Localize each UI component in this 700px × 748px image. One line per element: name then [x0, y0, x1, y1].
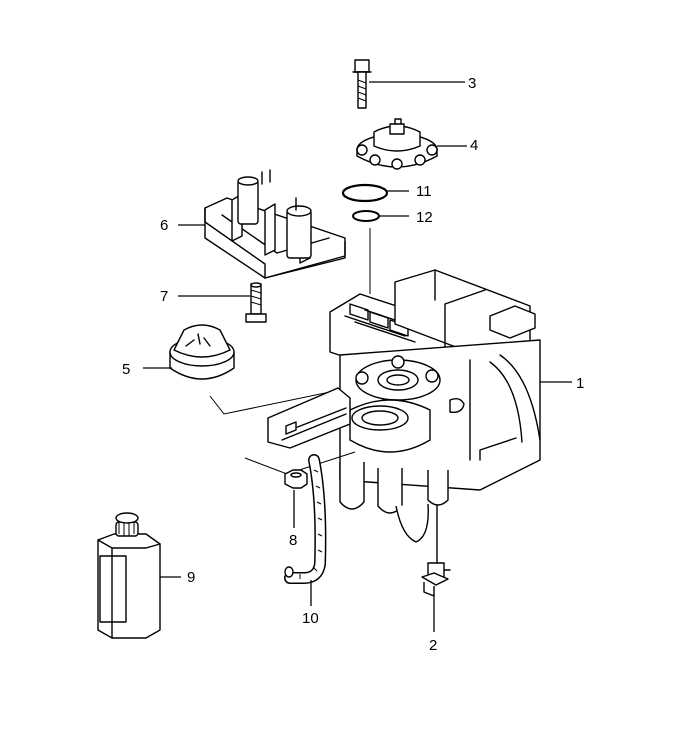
screw-part: [245, 282, 267, 323]
callout-9: 9: [187, 569, 195, 586]
callout-10: 10: [302, 610, 319, 627]
o-ring-large-part: [341, 183, 389, 203]
callout-5: 5: [122, 361, 130, 378]
callout-8: 8: [289, 532, 297, 549]
nut-part: [284, 469, 308, 489]
callout-1: 1: [576, 375, 584, 392]
main-housing-part: [267, 269, 541, 543]
bolt-part: [352, 59, 372, 109]
callout-12: 12: [416, 209, 433, 226]
flange-cover-part: [356, 118, 438, 170]
mounting-bracket-part: [204, 169, 346, 279]
callout-6: 6: [160, 217, 168, 234]
leader-lines: [143, 81, 572, 632]
callout-2: 2: [429, 637, 437, 654]
filler-cap-part: [169, 324, 235, 380]
fluid-bottle-part: [97, 512, 161, 639]
callout-labels: 1 2 3 4 5 6 7 8 9 10 11 12: [122, 75, 584, 654]
o-ring-small-part: [352, 210, 380, 222]
callout-11: 11: [416, 183, 432, 200]
callout-3: 3: [468, 75, 476, 92]
callout-4: 4: [470, 137, 478, 154]
level-sensor-part: [421, 504, 451, 597]
callout-7: 7: [160, 288, 168, 305]
hose-part: [284, 454, 327, 584]
